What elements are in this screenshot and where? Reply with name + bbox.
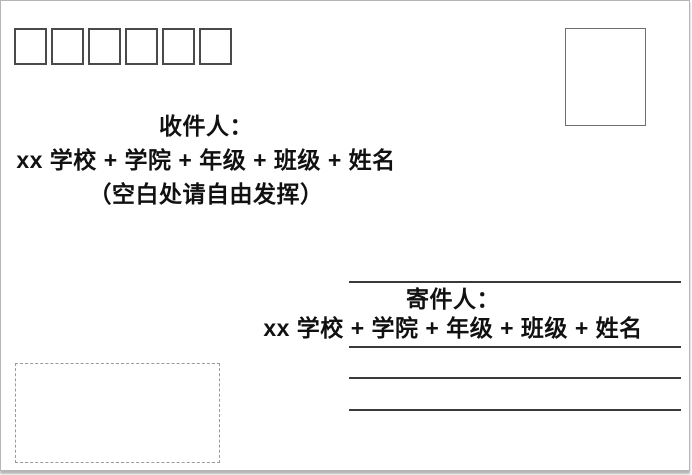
recipient-title: 收件人：	[159, 113, 253, 139]
postal-code-box	[51, 28, 84, 65]
sender-line: xx 学校 + 学院 + 年级 + 班级 + 姓名	[263, 315, 643, 341]
postal-code-box	[199, 28, 232, 65]
recipient-line: xx 学校 + 学院 + 年级 + 班级 + 姓名	[16, 147, 396, 173]
postal-code-boxes	[14, 28, 232, 65]
recipient-note: （空白处请自由发挥）	[88, 181, 324, 207]
sender-writing-line	[349, 409, 681, 411]
dashed-box	[15, 363, 220, 463]
recipient-block: 收件人： xx 学校 + 学院 + 年级 + 班级 + 姓名 （空白处请自由发挥…	[1, 109, 411, 211]
sender-title: 寄件人：	[406, 286, 500, 312]
postal-code-box	[125, 28, 158, 65]
postal-code-box	[162, 28, 195, 65]
postal-code-box	[88, 28, 121, 65]
stamp-box	[565, 28, 646, 126]
sender-writing-line	[349, 281, 681, 283]
postal-code-box	[14, 28, 47, 65]
sender-block: 寄件人： xx 学校 + 学院 + 年级 + 班级 + 姓名	[263, 285, 643, 343]
sender-writing-line	[349, 346, 681, 348]
sender-writing-line	[349, 377, 681, 379]
